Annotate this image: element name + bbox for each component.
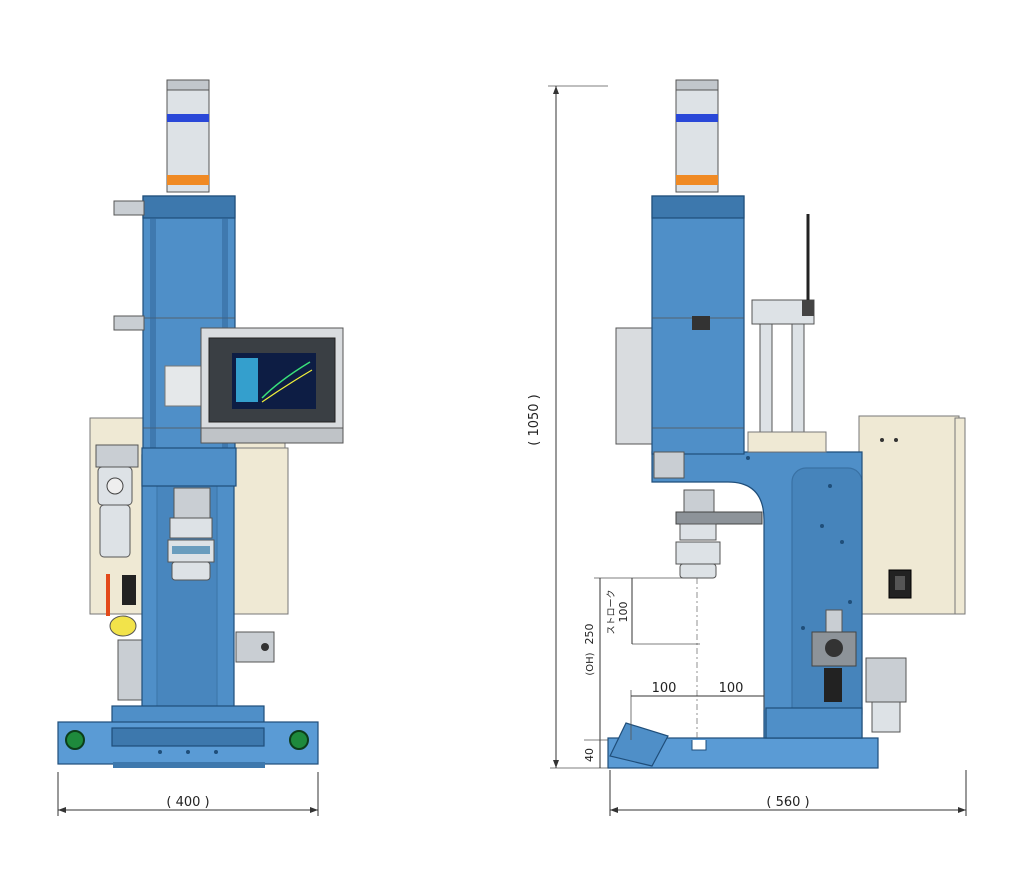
front-air-regulator — [95, 444, 145, 701]
side-top-sensor — [675, 79, 719, 193]
front-sensor-blue-band — [167, 114, 209, 122]
oh-value: 250 — [583, 624, 596, 645]
side-depth-dimension: ( 560 ) — [609, 770, 967, 816]
total-height-dimension: ( 1050 ) — [527, 85, 608, 768]
front-sensor-orange-band — [167, 175, 209, 185]
front-cabinet-side — [232, 447, 289, 615]
front-view — [57, 79, 344, 768]
side-guide-post — [759, 323, 773, 437]
oh-dimension: (OH) 250 — [583, 578, 601, 740]
side-ram — [683, 489, 715, 513]
side-view — [607, 79, 966, 769]
front-top-sensor — [166, 79, 210, 193]
throat-left-value: 100 — [652, 681, 677, 696]
side-valve-box — [615, 327, 655, 445]
front-name-plate — [164, 365, 204, 407]
oh-label: (OH) — [585, 652, 596, 675]
base-height-dimension: 40 — [550, 739, 608, 769]
front-width-label: ( 400 ) — [166, 795, 209, 810]
side-depth-label: ( 560 ) — [766, 795, 809, 810]
stroke-value: 100 — [617, 602, 630, 623]
side-c-frame — [651, 451, 863, 739]
base-height-value: 40 — [583, 748, 596, 762]
front-width-dimension: ( 400 ) — [57, 772, 319, 816]
side-pneumatic-valve — [811, 609, 907, 733]
throat-right-value: 100 — [719, 681, 744, 696]
stroke-label: ストローク — [606, 589, 617, 634]
front-ram — [173, 487, 211, 519]
front-start-button-left — [65, 730, 85, 750]
throat-dimension: 100 100 — [630, 681, 765, 740]
front-start-button-right — [289, 730, 309, 750]
stroke-dimension: ストローク 100 — [594, 577, 700, 645]
side-workpiece-tray — [609, 722, 669, 767]
total-height-label: ( 1050 ) — [527, 394, 542, 446]
